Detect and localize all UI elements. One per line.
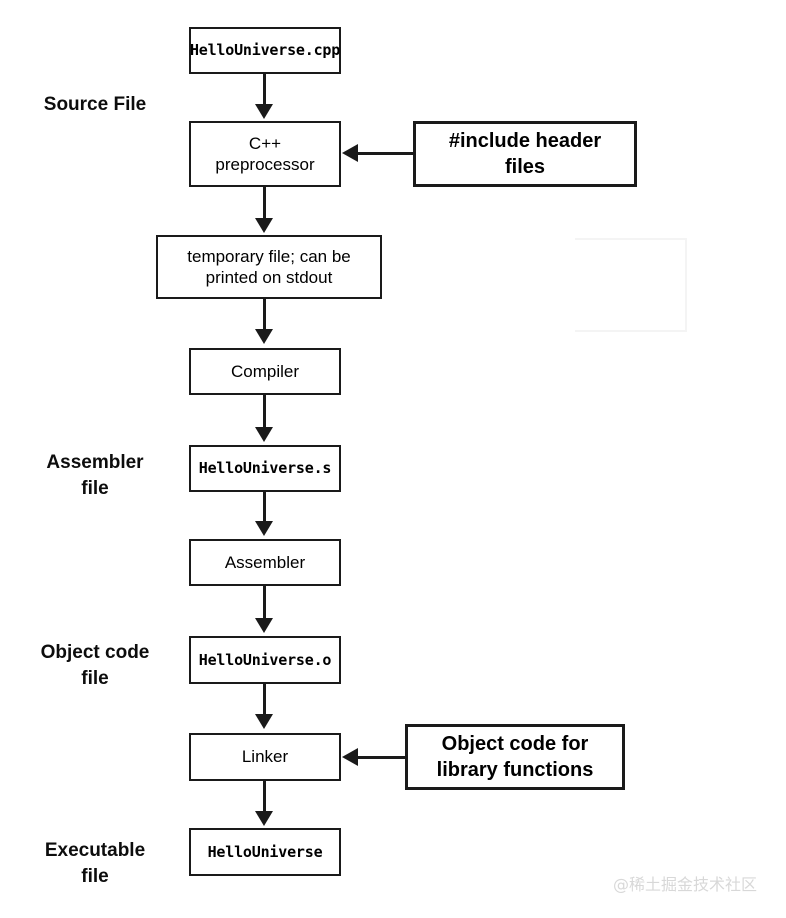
node-temporary-file[interactable]: temporary file; can be printed on stdout [156, 235, 382, 299]
caption-assembler-file: Assembler file [20, 450, 170, 501]
node-cpp-preprocessor[interactable]: C++ preprocessor [189, 121, 341, 187]
node-hellouniverse-o[interactable]: HelloUniverse.o [189, 636, 341, 684]
node-compiler-label: Compiler [230, 361, 300, 381]
connector-preprocessor-to-tempfile [263, 187, 266, 221]
connector-library-to-linker [358, 756, 407, 759]
node-compiler[interactable]: Compiler [189, 348, 341, 395]
arrowhead-linker-to-executable [255, 811, 273, 826]
node-hellouniverse-cpp[interactable]: HelloUniverse.cpp [189, 27, 341, 74]
caption-source-file-label: Source File [43, 94, 147, 115]
node-hellouniverse-cpp-label: HelloUniverse.cpp [189, 41, 341, 60]
node-library-object-code[interactable]: Object code for library functions [405, 724, 625, 790]
arrowhead-preprocessor-to-tempfile [255, 218, 273, 233]
node-linker-label: Linker [241, 747, 289, 767]
connector-asmfile-to-assembler [263, 492, 266, 524]
arrowhead-tempfile-to-compiler [255, 329, 273, 344]
caption-executable-file: Executable file [14, 838, 176, 889]
node-library-object-code-label: Object code for library functions [436, 733, 594, 781]
caption-object-code-file: Object code file [14, 640, 176, 691]
caption-source-file: Source File [20, 92, 170, 118]
node-hellouniverse-s[interactable]: HelloUniverse.s [189, 445, 341, 492]
node-hellouniverse-s-label: HelloUniverse.s [198, 459, 332, 478]
node-include-header-files[interactable]: #include header files [413, 121, 637, 187]
node-hellouniverse-o-label: HelloUniverse.o [198, 650, 332, 669]
connector-linker-to-executable [263, 781, 266, 814]
node-cpp-preprocessor-label: C++ preprocessor [215, 133, 315, 174]
node-assembler[interactable]: Assembler [189, 539, 341, 586]
connector-cpp-to-preprocessor [263, 74, 266, 107]
node-assembler-label: Assembler [224, 552, 306, 572]
node-include-header-files-label: #include header files [448, 130, 602, 178]
caption-assembler-file-label: Assembler file [46, 452, 144, 499]
node-linker[interactable]: Linker [189, 733, 341, 781]
node-hellouniverse-exe-label: HelloUniverse [207, 842, 323, 861]
arrowhead-asmfile-to-assembler [255, 521, 273, 536]
connector-include-to-preprocessor [358, 152, 415, 155]
connector-tempfile-to-compiler [263, 299, 266, 332]
connector-objfile-to-linker [263, 684, 266, 717]
arrowhead-library-to-linker [342, 748, 358, 766]
arrowhead-compiler-to-asmfile [255, 427, 273, 442]
connector-compiler-to-asmfile [263, 395, 266, 430]
node-hellouniverse-exe[interactable]: HelloUniverse [189, 828, 341, 876]
caption-object-code-file-label: Object code file [40, 642, 150, 689]
background-artifact [575, 238, 687, 332]
node-temporary-file-label: temporary file; can be printed on stdout [187, 246, 351, 287]
connector-assembler-to-objfile [263, 586, 266, 621]
arrowhead-objfile-to-linker [255, 714, 273, 729]
watermark-text: @稀土掘金技术社区 [613, 875, 758, 894]
arrowhead-assembler-to-objfile [255, 618, 273, 633]
arrowhead-include-to-preprocessor [342, 144, 358, 162]
caption-executable-file-label: Executable file [44, 840, 146, 887]
arrowhead-cpp-to-preprocessor [255, 104, 273, 119]
